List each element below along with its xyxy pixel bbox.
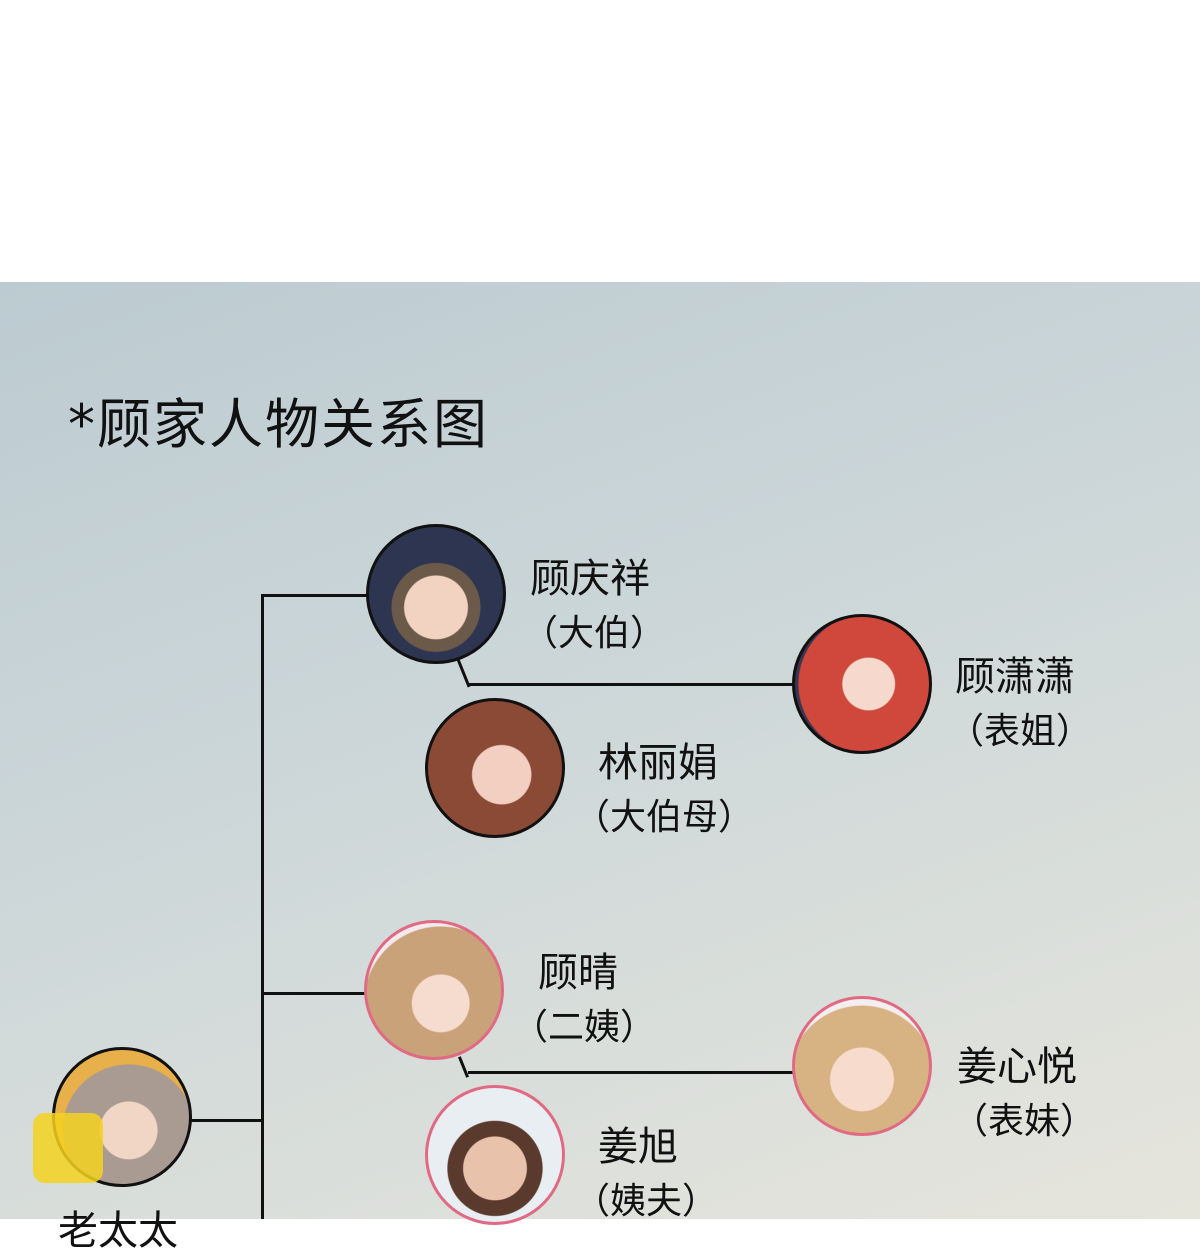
name-gu-xiaoxiao: 顾潇潇 [955,654,1075,700]
avatar-jiang-xu [425,1085,565,1225]
avatar-lin-lijuan [425,698,565,838]
avatar-gu-xiaoxiao [792,614,932,754]
role-jiang-xu: （姨夫） [574,1181,719,1222]
role-jiang-xinyue: （表妹） [952,1101,1097,1142]
role-lin-lijuan: （大伯母） [574,797,755,838]
name-lin-lijuan: 林丽娟 [598,740,718,786]
avatar-jiang-xinyue [792,996,932,1136]
avatar-gu-qingxiang [366,524,506,664]
page-title: *顾家人物关系图 [68,393,489,456]
name-jiang-xu: 姜旭 [598,1124,678,1170]
watermark-logo [33,1113,103,1183]
trunk-line [261,594,264,1219]
branch-line-grandma [188,1119,263,1122]
diagram-panel [0,282,1200,1219]
role-gu-xiaoxiao: （表姐） [948,711,1093,752]
role-gu-qing: （二姨） [512,1007,657,1048]
avatar-gu-qing [364,920,504,1060]
name-grandma: 老太太 [58,1208,178,1254]
branch-line-uncle [261,594,369,597]
name-gu-qingxiang: 顾庆祥 [530,556,650,602]
branch-line-aunt [261,992,369,995]
child-line-xinyue [468,1071,796,1074]
name-jiang-xinyue: 姜心悦 [957,1044,1077,1090]
name-gu-qing: 顾晴 [538,950,618,996]
child-line-xiaoxiao [468,683,796,686]
role-gu-qingxiang: （大伯） [522,613,667,654]
